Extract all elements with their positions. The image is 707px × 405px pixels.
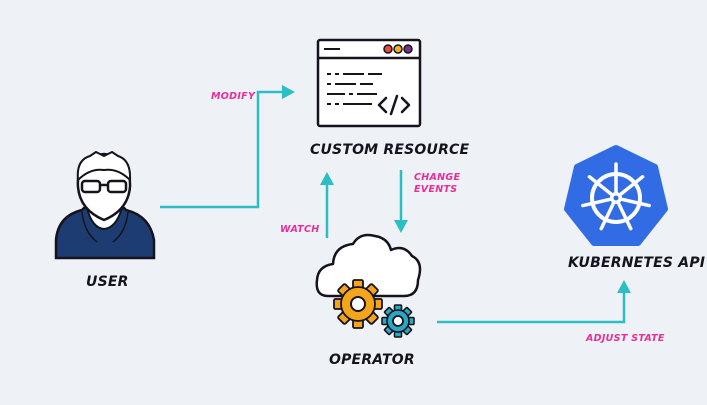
arrow-watch [320,172,334,238]
arrow-change-events [394,170,408,233]
user-label: USER [86,274,129,290]
kubernetes-api-label: KUBERNETES API [568,255,706,271]
custom-resource-label: CUSTOM RESOURCE [310,142,470,158]
edge-label-change-events-line2: EVENTS [414,184,458,195]
edge-label-watch: WATCH [280,224,320,235]
edge-label-change-events-line1: CHANGE [414,172,461,183]
cloud-gears-icon [315,233,422,338]
edge-label-adjust-state: ADJUST STATE [586,333,665,344]
operator-label: OPERATOR [329,352,415,368]
edge-label-modify: MODIFY [211,91,256,102]
arrow-adjust-state [437,280,631,324]
arrow-modify [160,85,295,209]
kubernetes-helm-icon [564,145,668,246]
code-window-icon [316,38,422,128]
user-avatar-icon [54,151,156,260]
gear-orange-icon [333,279,383,329]
gear-teal-icon [381,304,415,338]
